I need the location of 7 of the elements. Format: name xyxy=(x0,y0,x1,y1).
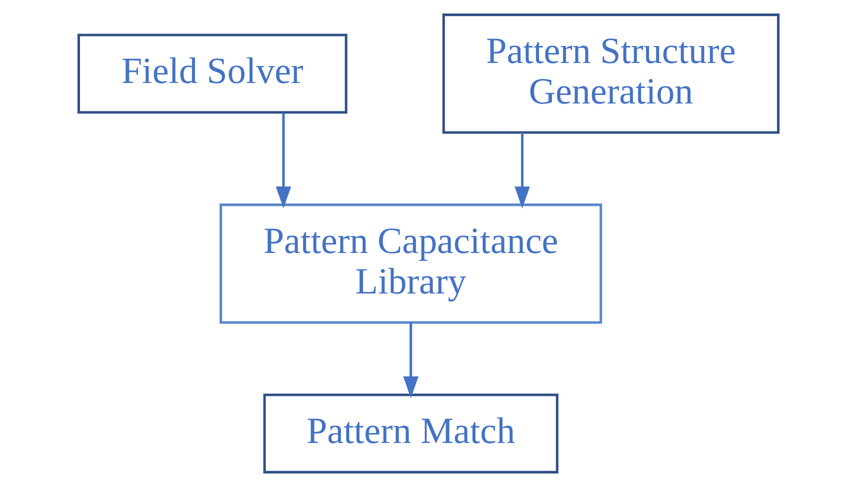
arrow xyxy=(514,132,530,208)
node-box: Pattern Capacitance Library xyxy=(220,204,602,324)
node-box: Pattern Match xyxy=(263,394,558,474)
node-box: Pattern Structure Generation xyxy=(442,14,780,134)
arrow xyxy=(276,112,292,208)
arrow xyxy=(403,322,418,398)
node-box: Field Solver xyxy=(77,34,348,114)
